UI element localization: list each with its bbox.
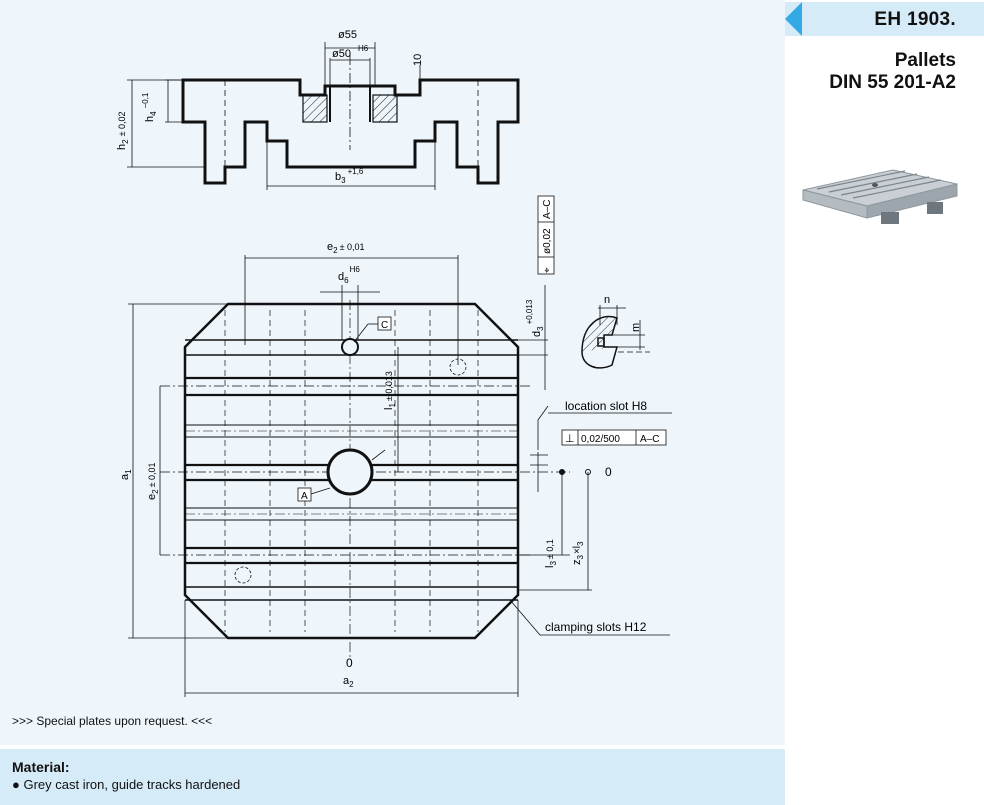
- dim-b3: b3+1,6: [335, 167, 364, 185]
- slot-detail: [581, 305, 650, 369]
- dim-h4: h4−0,1: [141, 92, 158, 122]
- dim-z3: z3×l3: [571, 541, 585, 565]
- product-title-line1: Pallets: [894, 50, 956, 71]
- plan-view: [128, 255, 672, 697]
- product-title-line2: DIN 55 201-A2: [829, 72, 956, 93]
- feature-control-frame-2: ⊥ 0,02/500 A–C: [561, 429, 667, 446]
- dim-l1: l1± 0,013: [383, 371, 397, 410]
- product-image: [802, 169, 958, 224]
- dim-d3: d3+0,013: [525, 299, 545, 337]
- dim-10: 10: [412, 54, 424, 66]
- dim-a2: a2: [343, 675, 354, 689]
- product-code-tab: EH 1903.: [785, 2, 984, 36]
- fc1-value: ø0,02: [542, 228, 553, 254]
- drawing-panel: ø55 ø50 H6 10 h4−0,1 h2± 0,02 b3+1,6: [0, 0, 785, 745]
- product-code: EH 1903.: [874, 9, 956, 30]
- dim-n: n: [604, 294, 610, 306]
- dim-e2-left: e2± 0,01: [146, 462, 160, 500]
- fc1-symbol: ⌖: [542, 267, 553, 273]
- zero-bottom: 0: [346, 656, 353, 670]
- zero-right: 0: [605, 465, 612, 479]
- material-box: Material: ● Grey cast iron, guide tracks…: [0, 749, 785, 805]
- datum-a-box: [297, 487, 312, 502]
- fc2-symbol: ⊥: [565, 433, 575, 445]
- fc1-ref: A–C: [542, 200, 553, 219]
- fc2-value: 0,02/500: [581, 434, 620, 445]
- product-title: Pallets DIN 55 201-A2: [829, 50, 956, 94]
- right-panel: EH 1903. Pallets DIN 55 201-A2: [785, 0, 984, 805]
- dim-l3: l3± 0,1: [544, 539, 558, 568]
- dim-m: m: [630, 323, 642, 332]
- dim-d6: d6H6: [338, 265, 360, 285]
- dim-d50-tol: H6: [358, 44, 369, 53]
- location-slot-label: location slot H8: [565, 399, 647, 413]
- clamping-slots-label: clamping slots H12: [545, 620, 647, 634]
- datum-a: A: [301, 491, 308, 502]
- dim-d55: ø55: [338, 29, 357, 41]
- technical-drawing: ø55 ø50 H6 10 h4−0,1 h2± 0,02 b3+1,6: [116, 29, 672, 697]
- material-item: ● Grey cast iron, guide tracks hardened: [12, 777, 241, 792]
- feature-control-frame-1: ⌖ ø0,02 A–C: [537, 195, 555, 275]
- material-title: Material:: [12, 759, 70, 775]
- dim-a1: a1: [119, 469, 133, 480]
- dim-h2: h2± 0,02: [116, 111, 130, 150]
- fc2-ref: A–C: [640, 434, 659, 445]
- special-plates-note: >>> Special plates upon request. <<<: [12, 714, 213, 728]
- side-view: [127, 42, 520, 190]
- arrow-left-icon: [785, 2, 802, 36]
- dim-e2-top: e2± 0,01: [327, 241, 365, 255]
- datum-c-box: [377, 316, 392, 331]
- datum-c: C: [381, 320, 388, 331]
- dim-d50: ø50: [332, 48, 351, 60]
